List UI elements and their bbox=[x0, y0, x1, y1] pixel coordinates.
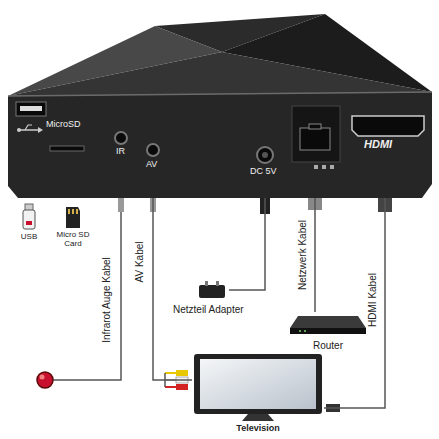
port-label: AV bbox=[146, 160, 157, 170]
sd-slot bbox=[50, 146, 84, 151]
cable-label: Netzwerk Kabel bbox=[298, 220, 308, 290]
television: Television bbox=[192, 352, 324, 422]
device-label: Television bbox=[192, 424, 324, 434]
tv-screen bbox=[200, 359, 316, 409]
tv-frame bbox=[194, 354, 322, 414]
usb-stick-icon bbox=[14, 203, 44, 231]
box-edge bbox=[8, 92, 432, 96]
usb-symbol bbox=[17, 128, 21, 132]
ethernet-port bbox=[309, 124, 321, 129]
ir-eye bbox=[37, 372, 53, 388]
usb-symbol bbox=[20, 129, 38, 131]
box-top-front bbox=[8, 52, 432, 96]
usb-symbol bbox=[38, 127, 43, 133]
box-front bbox=[8, 92, 432, 198]
sd-contact bbox=[72, 209, 74, 214]
av-jack bbox=[147, 144, 159, 156]
tv-stand bbox=[242, 414, 274, 421]
cable bbox=[153, 198, 192, 380]
port-label: HDMI bbox=[364, 138, 392, 150]
usb-port-tongue bbox=[20, 106, 42, 111]
dc-jack bbox=[257, 147, 273, 163]
ir-jack bbox=[115, 132, 127, 144]
av-plug-yellow bbox=[176, 370, 188, 376]
cable-label: AV Kabel bbox=[135, 242, 145, 283]
router-front bbox=[290, 328, 366, 334]
cable bbox=[324, 198, 385, 408]
router-led bbox=[299, 330, 301, 332]
sd-contact bbox=[76, 209, 78, 214]
adapter-prong bbox=[205, 281, 208, 286]
usb-led bbox=[26, 221, 32, 225]
router: Router bbox=[288, 312, 368, 338]
dc-jack-pin bbox=[262, 152, 268, 158]
sd-card: Micro SD Card bbox=[50, 205, 96, 229]
router-icon bbox=[288, 312, 368, 338]
tv-icon bbox=[192, 352, 324, 422]
router-led bbox=[304, 330, 306, 332]
sd-body bbox=[66, 207, 80, 228]
ir-eye-highlight bbox=[40, 375, 45, 380]
network-symbol bbox=[322, 165, 326, 169]
adapter-body bbox=[199, 285, 225, 298]
sd-contact bbox=[68, 209, 70, 214]
tv-box: MicroSD IR AV DC 5V HDMI bbox=[8, 88, 432, 198]
cable bbox=[314, 198, 316, 312]
port-label: IR bbox=[116, 147, 125, 157]
sd-card-icon bbox=[50, 205, 96, 229]
device-label: Micro SD Card bbox=[50, 231, 96, 249]
port-label: MicroSD bbox=[46, 120, 81, 130]
usb-body bbox=[23, 210, 35, 229]
usb-stick: USB bbox=[14, 203, 44, 231]
av-plug-red bbox=[176, 384, 188, 390]
cable bbox=[229, 198, 265, 290]
ir-plug bbox=[118, 198, 124, 212]
device-label: Router bbox=[288, 340, 368, 351]
usb-port bbox=[16, 102, 46, 116]
network-symbol bbox=[330, 165, 334, 169]
ethernet-recess bbox=[292, 106, 340, 162]
adapter-icon bbox=[195, 280, 229, 300]
network-symbol bbox=[314, 165, 318, 169]
adapter-prong bbox=[216, 281, 219, 286]
router-top bbox=[290, 316, 366, 328]
hdmi-port bbox=[352, 116, 424, 136]
cable-label: Infrarot Auge Kabel bbox=[102, 257, 112, 343]
port-label: DC 5V bbox=[250, 167, 277, 177]
ethernet-port bbox=[300, 128, 330, 150]
device-label: USB bbox=[4, 233, 54, 242]
device-label: Netzteil Adapter bbox=[173, 304, 283, 315]
usb-symbol bbox=[25, 125, 32, 130]
cable-label: HDMI Kabel bbox=[368, 273, 378, 327]
power-adapter: Netzteil Adapter bbox=[195, 280, 229, 300]
